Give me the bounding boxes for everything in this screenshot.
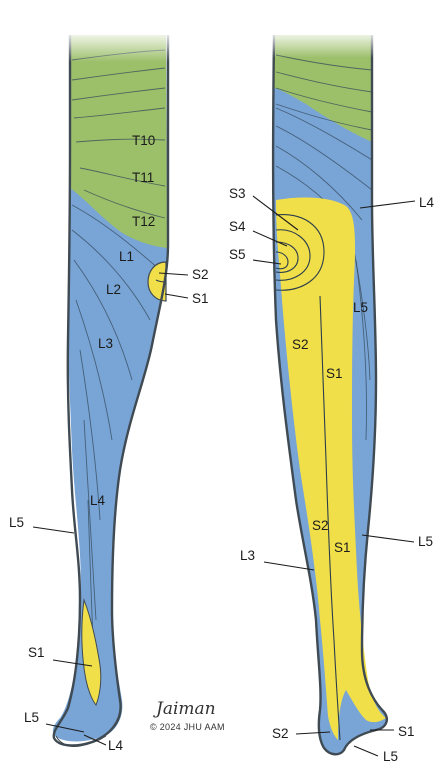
label-s1-hip: S1 bbox=[192, 291, 209, 306]
leader-l5-calf bbox=[362, 535, 414, 542]
label-l3-calf: L3 bbox=[240, 548, 255, 563]
label-s2-calf: S2 bbox=[312, 518, 329, 533]
label-s3: S3 bbox=[229, 186, 246, 201]
label-t10: T10 bbox=[132, 133, 155, 148]
label-l3: L3 bbox=[98, 336, 113, 351]
label-l5-foot-posterior: L5 bbox=[383, 749, 398, 764]
label-s2-heel: S2 bbox=[272, 726, 289, 741]
label-s2-hip: S2 bbox=[192, 267, 209, 282]
artist-signature: Jaiman © 2024 JHU AAM bbox=[150, 699, 225, 732]
label-t12: T12 bbox=[132, 214, 155, 229]
label-l4-foot: L4 bbox=[108, 738, 124, 753]
label-l4-leg: L4 bbox=[90, 493, 106, 508]
label-l5-foot: L5 bbox=[24, 710, 39, 725]
anterior-top-fade bbox=[60, 30, 180, 62]
leader-l5-leg bbox=[33, 527, 74, 533]
label-s1-calf: S1 bbox=[334, 540, 351, 555]
label-s1-foot: S1 bbox=[398, 724, 415, 739]
label-l2: L2 bbox=[106, 282, 121, 297]
label-s5: S5 bbox=[229, 247, 246, 262]
label-t11: T11 bbox=[132, 170, 154, 185]
leader-l5-foot-posterior bbox=[354, 746, 378, 756]
label-l5-thigh: L5 bbox=[353, 300, 368, 315]
label-s4: S4 bbox=[229, 219, 246, 234]
label-s1-ankle: S1 bbox=[28, 645, 45, 660]
label-l5-calf: L5 bbox=[418, 534, 433, 549]
posterior-top-fade bbox=[264, 30, 384, 58]
label-s2-thigh: S2 bbox=[292, 337, 309, 352]
signature-copyright: © 2024 JHU AAM bbox=[150, 722, 225, 732]
label-l4-posterior: L4 bbox=[419, 195, 435, 210]
label-l5-leg: L5 bbox=[9, 515, 24, 530]
label-l1: L1 bbox=[119, 249, 134, 264]
signature-name: Jaiman bbox=[153, 699, 216, 719]
label-s1-thigh: S1 bbox=[326, 366, 343, 381]
posterior-leg bbox=[273, 35, 387, 754]
leader-s1-hip bbox=[165, 294, 188, 298]
